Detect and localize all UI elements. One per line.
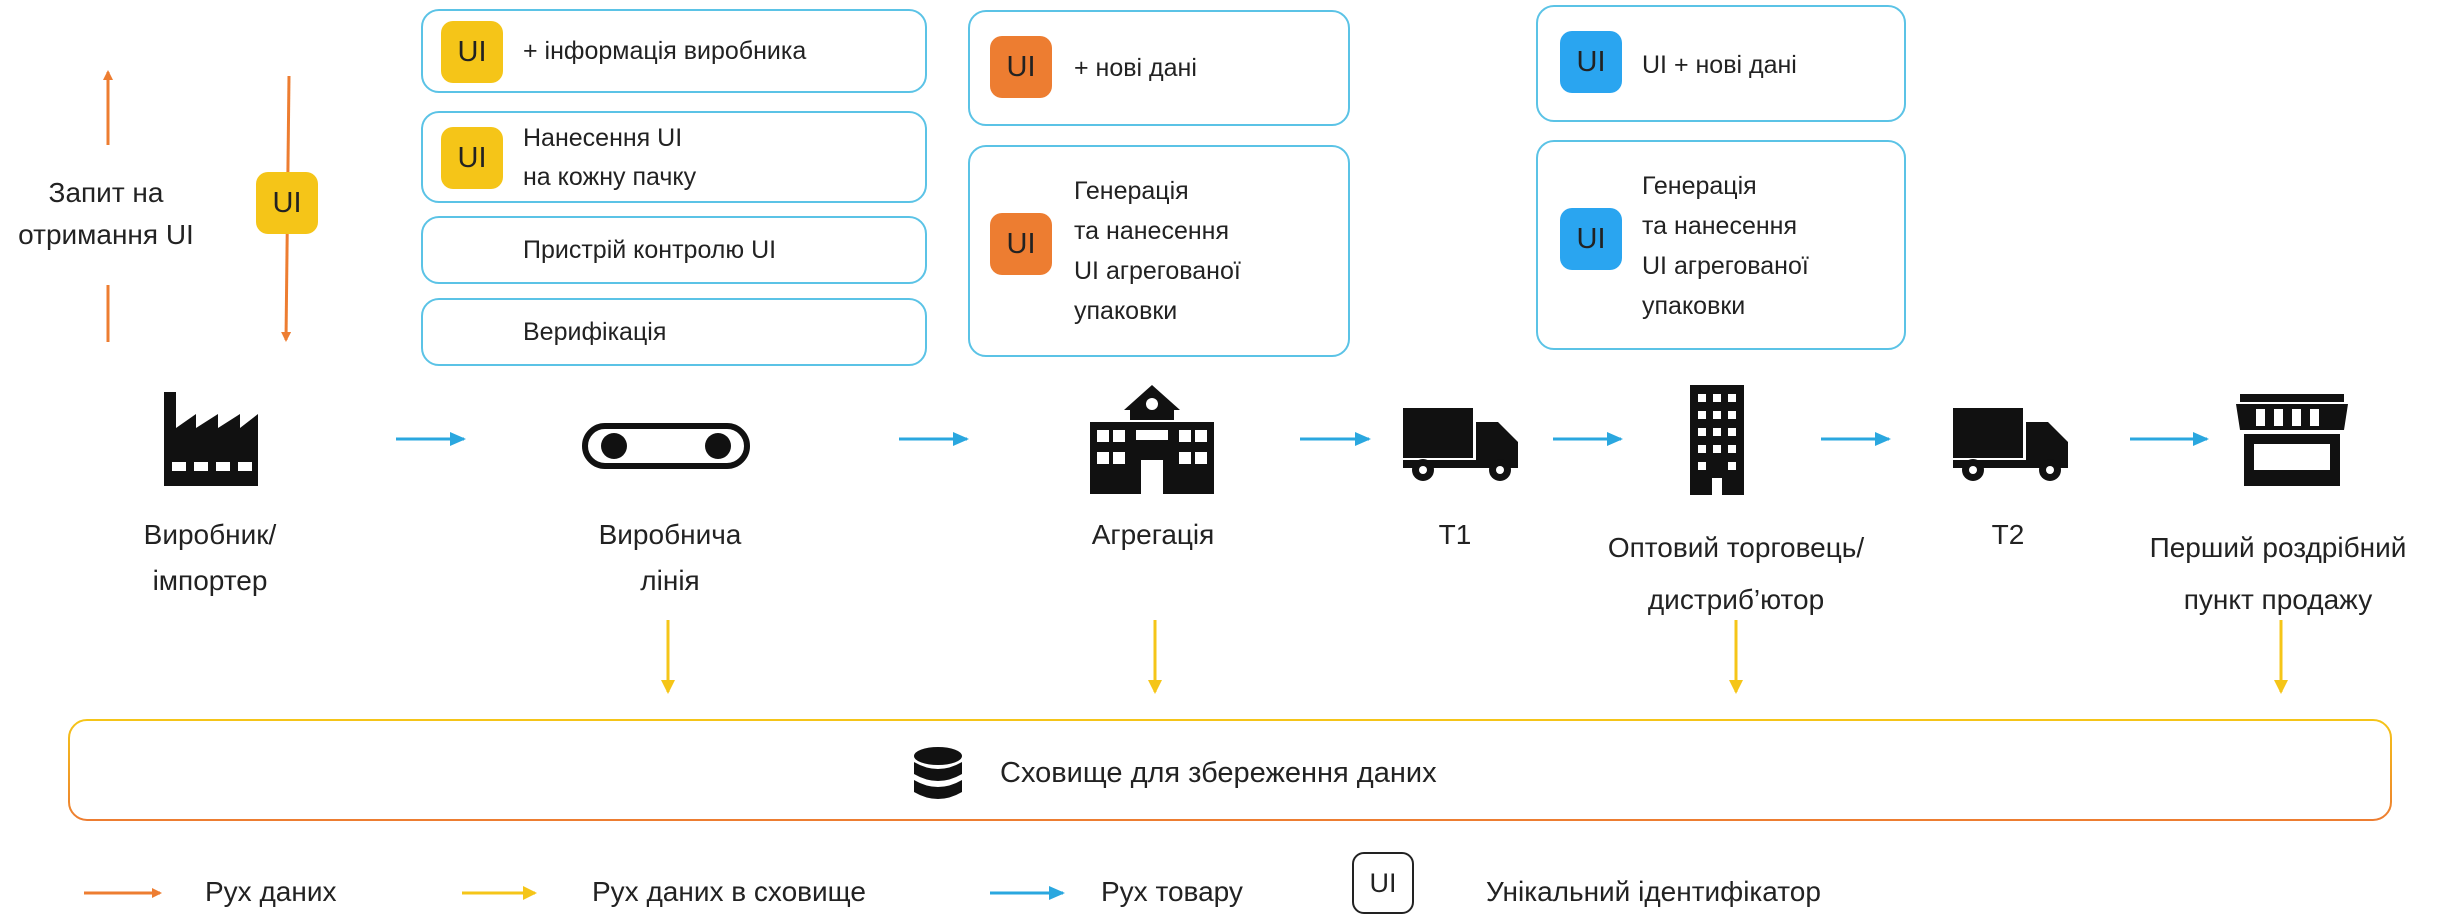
- agg-box-2-line3: UI агрегованої: [1074, 257, 1241, 285]
- agg-box-generation: UI Генерація та нанесення UI агрегованої…: [968, 145, 1350, 357]
- prod-box-verification: Верифікація: [421, 298, 927, 366]
- truck-t1-icon: [1403, 408, 1518, 481]
- node-label-aggregation: Агрегація: [1091, 519, 1215, 550]
- prod-box-3-text: Пристрій контролю UI: [523, 236, 777, 264]
- agg-box-new-data: UI + нові дані: [968, 10, 1350, 126]
- storage-box: [68, 719, 2392, 821]
- prod-box-2-ui-badge: UI: [441, 127, 503, 189]
- wholesale-box-2-line2: та нанесення: [1642, 212, 1797, 240]
- node-label-production-line: Виробнича лінія: [598, 519, 742, 596]
- wholesale-box-1-ui-badge: UI: [1560, 31, 1622, 93]
- storage-label: Сховище для збереження даних: [1000, 757, 1437, 789]
- building-icon: [1090, 385, 1214, 494]
- prod-box-control-device: Пристрій контролю UI: [421, 216, 927, 284]
- legend-storage-flow: Рух даних в сховище: [592, 876, 866, 907]
- conveyor-icon: [582, 423, 750, 469]
- agg-box-2-line4: упаковки: [1074, 297, 1178, 325]
- wholesale-box-2-ui-badge: UI: [1560, 208, 1622, 270]
- node-label-retail: Перший роздрібний пункт продажу: [2149, 532, 2407, 615]
- wholesale-box-2-line3: UI агрегованої: [1642, 252, 1809, 280]
- truck-t2-icon: [1953, 408, 2068, 481]
- database-icon: [914, 747, 962, 799]
- wholesale-box-new-data: UI UI + нові дані: [1536, 5, 1906, 122]
- factory-icon: [164, 392, 258, 486]
- legend-goods-flow: Рух товару: [1101, 876, 1243, 907]
- node-label-wholesaler: Оптовий торговець/ дистриб’ютор: [1607, 532, 1865, 615]
- agg-box-1-ui-badge: UI: [990, 36, 1052, 98]
- agg-box-1-text: + нові дані: [1074, 54, 1197, 82]
- agg-box-2-ui-badge: UI: [990, 213, 1052, 275]
- agg-box-2-line1: Генерація: [1074, 177, 1189, 205]
- node-label-manufacturer: Виробник/ імпортер: [143, 519, 277, 596]
- prod-box-1-text: + інформація виробника: [523, 37, 807, 65]
- prod-box-manufacturer-info: UI + інформація виробника: [421, 9, 927, 93]
- legend-ui-meaning: Унікальний ідентифікатор: [1486, 876, 1821, 907]
- legend-ui-badge: UI: [1352, 852, 1414, 914]
- wholesale-box-generation: UI Генерація та нанесення UI агрегованої…: [1536, 140, 1906, 350]
- prod-box-1-ui-badge: UI: [441, 21, 503, 83]
- node-label-t1: Т1: [1438, 519, 1472, 550]
- node-label-t2: Т2: [1991, 519, 2025, 550]
- prod-box-2-line2: на кожну пачку: [523, 163, 697, 191]
- legend-data-flow: Рух даних: [205, 876, 337, 907]
- request-ui-badge: UI: [256, 172, 318, 234]
- wholesale-box-2-line1: Генерація: [1642, 172, 1757, 200]
- wholesale-box-2-line4: упаковки: [1642, 292, 1746, 320]
- wholesale-box-1-text: UI + нові дані: [1642, 51, 1797, 79]
- prod-box-4-text: Верифікація: [523, 318, 667, 346]
- office-building-icon: [1690, 385, 1744, 495]
- prod-box-marking: UI Нанесення UI на кожну пачку: [421, 111, 927, 203]
- prod-box-2-line1: Нанесення UI: [523, 124, 683, 152]
- shop-icon: [2236, 394, 2348, 486]
- agg-box-2-line2: та нанесення: [1074, 217, 1229, 245]
- request-label: Запит на отримання UI: [18, 177, 194, 250]
